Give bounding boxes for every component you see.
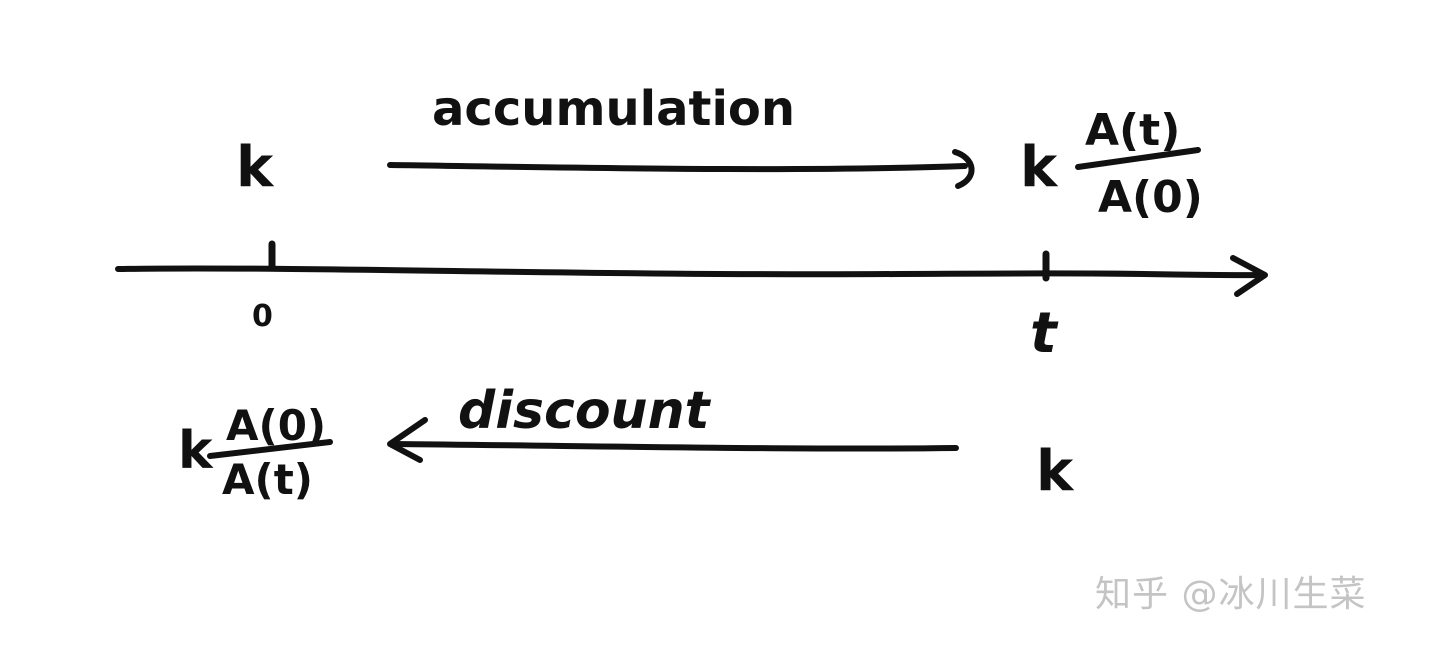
axis-arrowhead-icon <box>1230 255 1268 297</box>
bottom-start-denominator: A(t) <box>222 455 313 504</box>
bottom-end-value: k <box>1036 439 1075 504</box>
top-end-denominator: A(0) <box>1098 172 1203 223</box>
watermark: 知乎 @冰川生菜 <box>1095 574 1367 615</box>
bottom-start-prefix: k <box>178 421 214 481</box>
top-fraction-bar <box>1075 147 1201 170</box>
discount-arrow <box>389 441 959 452</box>
accumulation-arrow <box>387 162 968 173</box>
discount-label: discount <box>458 381 712 441</box>
top-end-numerator: A(t) <box>1085 105 1180 156</box>
discount-arrowhead-icon <box>387 417 428 463</box>
tick-label-t: t <box>1030 301 1059 366</box>
top-end-prefix: k <box>1020 135 1059 200</box>
tick-label-zero: 0 <box>252 299 273 334</box>
accumulation-label: accumulation <box>432 81 795 137</box>
bottom-fraction-bar <box>207 439 333 459</box>
time-axis <box>115 265 1265 279</box>
top-start-value: k <box>236 135 275 200</box>
accumulation-arrowhead-icon <box>952 149 975 189</box>
